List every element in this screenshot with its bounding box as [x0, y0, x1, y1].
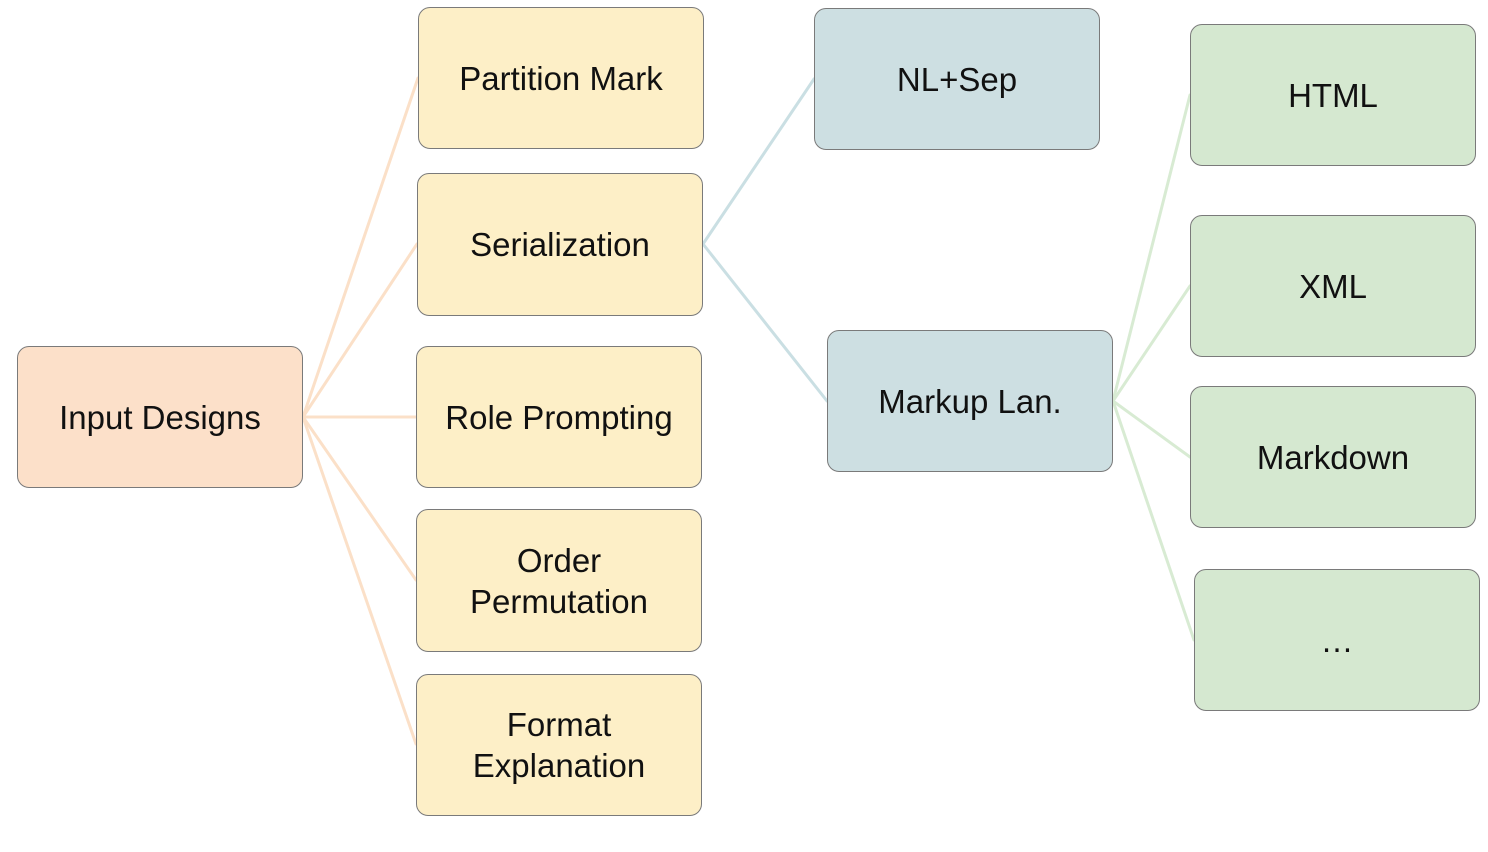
edge-input-designs-to-partition-mark [301, 76, 420, 419]
edge-markup-lan-to-markdown [1111, 399, 1192, 459]
node-markdown: Markdown [1190, 386, 1476, 528]
edge-serialization-to-nl-sep [701, 77, 816, 246]
edge-input-designs-to-serialization [301, 242, 419, 419]
edge-input-designs-to-order-permutation [301, 415, 418, 582]
node-role-prompting: Role Prompting [416, 346, 702, 488]
edge-input-designs-to-format-explanation [301, 415, 418, 746]
node-xml: XML [1190, 215, 1476, 357]
node-input-designs: Input Designs [17, 346, 303, 488]
node-more: … [1194, 569, 1480, 711]
node-serialization: Serialization [417, 173, 703, 316]
node-nl-sep: NL+Sep [814, 8, 1100, 150]
edge-markup-lan-to-xml [1111, 284, 1192, 403]
node-markup-lan: Markup Lan. [827, 330, 1113, 472]
edge-markup-lan-to-html [1111, 93, 1192, 403]
node-order-permutation: Order Permutation [416, 509, 702, 652]
node-format-explanation: Format Explanation [416, 674, 702, 816]
edge-markup-lan-to-more [1111, 399, 1196, 642]
edge-serialization-to-markup-lan [701, 242, 829, 403]
node-partition-mark: Partition Mark [418, 7, 704, 149]
node-html: HTML [1190, 24, 1476, 166]
